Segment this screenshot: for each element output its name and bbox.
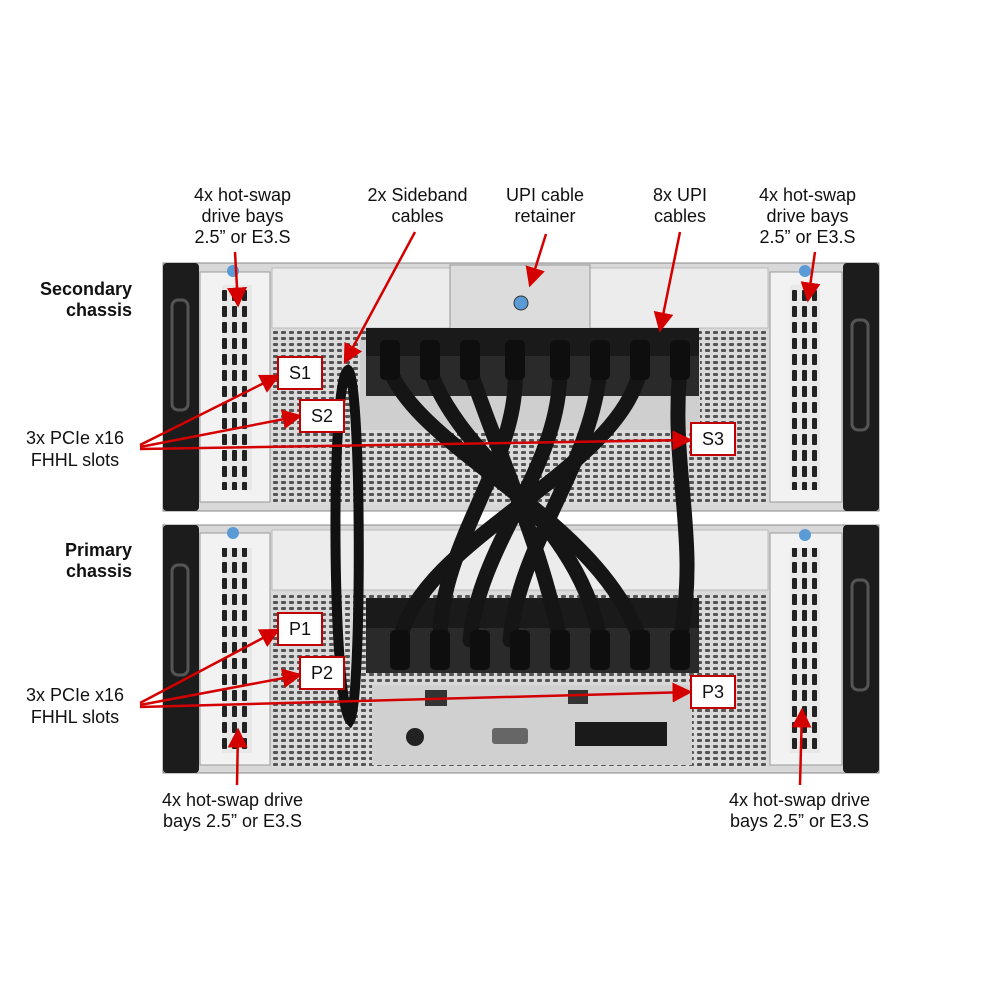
left-handle-primary <box>163 525 199 773</box>
ocp-slot <box>575 722 667 746</box>
slot-p3-label: P3 <box>690 675 736 709</box>
drive-bay-primary-right <box>790 548 820 753</box>
upi-cables <box>382 362 695 648</box>
callout-sideband-cables: 2x Sideband cables <box>367 185 468 226</box>
slot-p1-label: P1 <box>277 612 323 646</box>
right-handle-secondary <box>843 263 879 511</box>
primary-pcie-slots-label: 3x PCIe x16 FHHL slots <box>25 685 125 727</box>
usb-port <box>568 690 588 704</box>
callout-top-right-drive-bays: 4x hot-swap drive bays 2.5” or E3.S <box>758 185 857 247</box>
sideband-cables <box>330 364 364 729</box>
slot-p2-label: P2 <box>299 656 345 690</box>
slot-s3-label: S3 <box>690 422 736 456</box>
slot-s2-label: S2 <box>299 399 345 433</box>
vga-port <box>492 728 528 744</box>
slot-s1-label: S1 <box>277 356 323 390</box>
drive-bay-secondary-right <box>790 285 820 490</box>
primary-chassis-label: Primary chassis <box>64 540 132 581</box>
power-button <box>406 728 424 746</box>
callout-upi-cable-retainer: UPI cable retainer <box>505 185 585 226</box>
right-handle-primary <box>843 525 879 773</box>
callout-arrows <box>139 231 821 786</box>
callout-upi-cables: 8x UPI cables <box>652 185 708 226</box>
callout-bottom-left-drive-bays: 4x hot-swap drive bays 2.5” or E3.S <box>161 790 304 831</box>
callout-bottom-right-drive-bays: 4x hot-swap drive bays 2.5” or E3.S <box>728 790 871 831</box>
upi-cable-retainer <box>449 264 591 331</box>
drive-bay-secondary-left <box>222 285 252 490</box>
secondary-chassis-label: Secondary chassis <box>39 279 132 320</box>
callout-top-left-drive-bays: 4x hot-swap drive bays 2.5” or E3.S <box>193 185 292 247</box>
secondary-pcie-slots-label: 3x PCIe x16 FHHL slots <box>25 428 125 470</box>
